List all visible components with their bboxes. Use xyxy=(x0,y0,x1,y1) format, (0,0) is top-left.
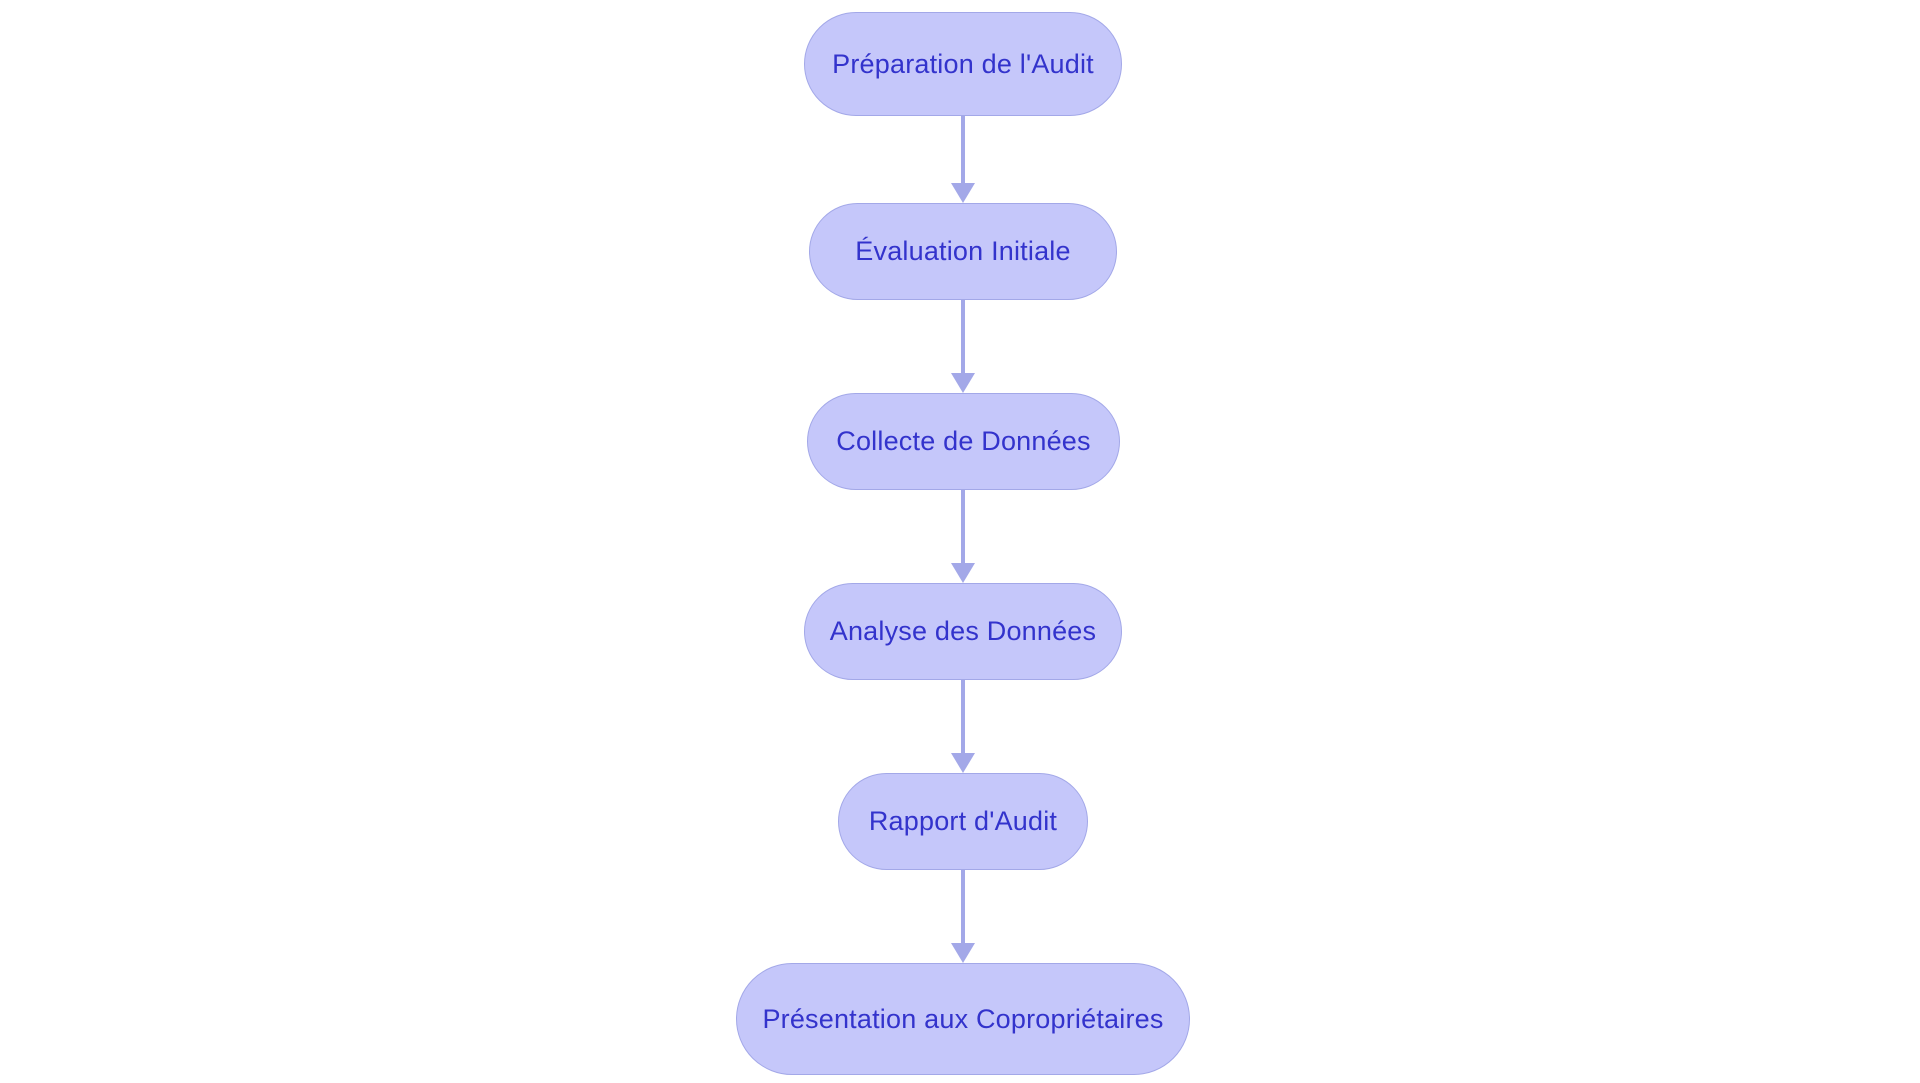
arrow-down-icon xyxy=(951,753,975,773)
connector-arrow-node1-to-node2 xyxy=(951,300,975,393)
connector-line xyxy=(961,116,965,183)
arrow-down-icon xyxy=(951,563,975,583)
arrow-down-icon xyxy=(951,943,975,963)
node-label: Évaluation Initiale xyxy=(855,236,1071,266)
connector-arrow-node3-to-node4 xyxy=(951,680,975,773)
flowchart-node-rapport-d-audit[interactable]: Rapport d'Audit xyxy=(838,773,1088,870)
connector-arrow-node0-to-node1 xyxy=(951,116,975,203)
flowchart-node-collecte-de-donnees[interactable]: Collecte de Données xyxy=(807,393,1120,490)
connector-arrow-node4-to-node5 xyxy=(951,870,975,963)
node-label: Collecte de Données xyxy=(836,426,1091,456)
flowchart-node-evaluation-initiale[interactable]: Évaluation Initiale xyxy=(809,203,1117,300)
node-label: Préparation de l'Audit xyxy=(832,48,1094,79)
node-label: Rapport d'Audit xyxy=(868,806,1058,836)
flowchart-node-preparation-de-l-audit[interactable]: Préparation de l'Audit xyxy=(804,12,1122,116)
connector-line xyxy=(961,680,965,753)
connector-line xyxy=(961,870,965,943)
flowchart-node-analyse-des-donnees[interactable]: Analyse des Données xyxy=(804,583,1122,680)
connector-arrow-node2-to-node3 xyxy=(951,490,975,583)
node-label: Présentation aux Copropriétaires xyxy=(762,1003,1164,1034)
node-label: Analyse des Données xyxy=(829,616,1097,646)
arrow-down-icon xyxy=(951,183,975,203)
connector-line xyxy=(961,490,965,563)
flowchart-node-presentation-aux-coproprietaires[interactable]: Présentation aux Copropriétaires xyxy=(736,963,1190,1075)
arrow-down-icon xyxy=(951,373,975,393)
connector-line xyxy=(961,300,965,373)
